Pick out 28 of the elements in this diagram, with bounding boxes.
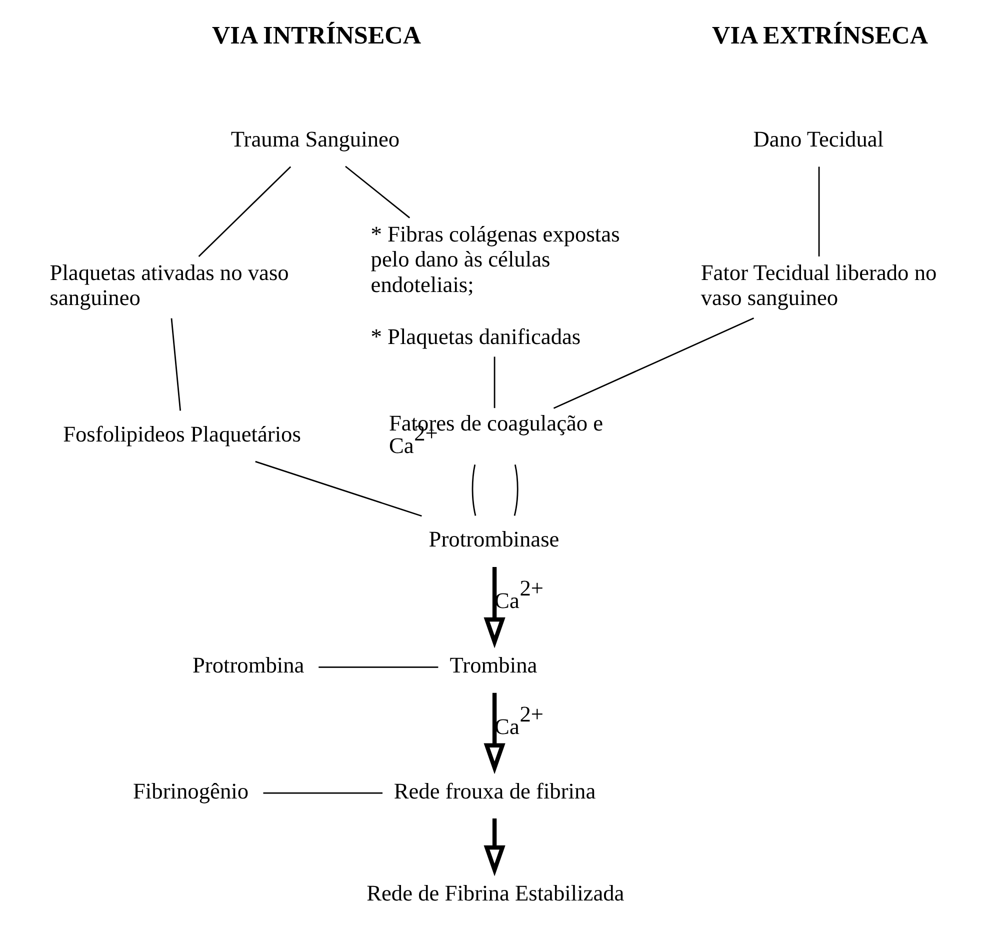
arrow: [484, 692, 506, 774]
node-text: Rede frouxa de fibrina: [394, 778, 596, 804]
arrow: [484, 567, 506, 648]
label: VIA EXTRÍNSECA: [712, 22, 928, 50]
node-text: Trauma Sanguineo: [230, 126, 400, 152]
node-text: Protrombina: [192, 652, 304, 678]
connector: [318, 666, 438, 668]
node-text: Trombina: [450, 652, 538, 678]
node-text: Fator Tecidual liberado no vaso sanguineo: [700, 260, 937, 310]
connector: [170, 318, 182, 411]
connector: [494, 356, 496, 408]
connector: [514, 464, 518, 516]
connector: [818, 166, 820, 256]
connector: [255, 460, 422, 517]
node-text: Protrombinase: [428, 526, 560, 552]
connector: [263, 792, 383, 794]
label: VIA INTRÍNSECA: [212, 22, 422, 50]
arrow: [484, 818, 506, 876]
node-text: Fosfolipideos Plaquetários: [63, 422, 301, 447]
connector: [345, 166, 410, 218]
connector: [553, 317, 754, 409]
node-text: * Fibras colágenas expostas pelo dano às células endoteliais; * Plaquetas danificadas: [370, 221, 620, 349]
node-text: Fibrinogênio: [133, 778, 249, 804]
node-text: Plaquetas ativadas no vaso sanguineo: [50, 260, 289, 310]
connector: [472, 464, 476, 516]
connector: [198, 166, 292, 257]
node-text: Rede de Fibrina Estabilizada: [366, 880, 624, 906]
node-text: Dano Tecidual: [753, 126, 884, 152]
